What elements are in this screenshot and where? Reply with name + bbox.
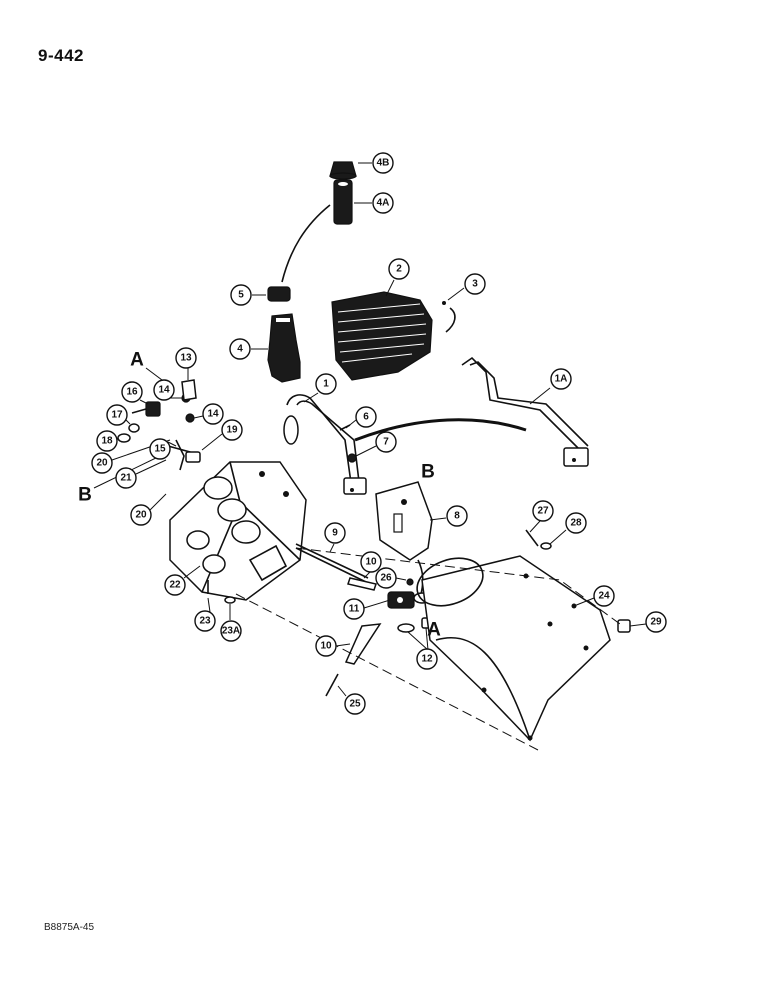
callout-4b: 4B (372, 152, 394, 174)
svg-text:22: 22 (169, 580, 181, 591)
svg-text:7: 7 (383, 437, 389, 448)
reference-letter-a-upper: A (130, 350, 144, 371)
callout-3: 3 (464, 273, 486, 295)
callout-11: 11 (343, 598, 365, 620)
page-number: 9-442 (38, 46, 84, 65)
callout-28: 28 (565, 512, 587, 534)
svg-text:18: 18 (101, 436, 113, 447)
callout-10-upper: 10 (360, 551, 382, 573)
svg-text:17: 17 (111, 410, 123, 421)
drawing-code: B8875A-45 (44, 922, 95, 933)
callout-5: 5 (230, 284, 252, 306)
svg-text:25: 25 (349, 699, 361, 710)
svg-text:1: 1 (323, 379, 329, 390)
svg-text:14: 14 (158, 385, 170, 396)
callout-19: 19 (221, 419, 243, 441)
svg-text:1A: 1A (555, 374, 568, 385)
svg-text:12: 12 (421, 654, 433, 665)
callout-20-upper: 20 (91, 452, 113, 474)
grip-part (333, 179, 353, 225)
svg-text:3: 3 (472, 279, 478, 290)
svg-text:13: 13 (180, 353, 192, 364)
callout-1a: 1A (550, 368, 572, 390)
svg-text:23: 23 (199, 616, 211, 627)
knob-cap-part (329, 161, 357, 180)
svg-text:16: 16 (126, 387, 138, 398)
bracket-part (375, 481, 433, 561)
callout-9: 9 (324, 522, 346, 544)
callout-20-lower: 20 (130, 504, 152, 526)
callout-1: 1 (315, 373, 337, 395)
lever-part (283, 394, 367, 495)
reference-letter-b-left: B (78, 485, 92, 506)
callout-4: 4 (229, 338, 251, 360)
callout-25: 25 (344, 693, 366, 715)
svg-text:20: 20 (96, 458, 108, 469)
svg-text:15: 15 (154, 444, 166, 455)
handle-part (267, 313, 301, 383)
svg-text:8: 8 (454, 511, 460, 522)
callout-18: 18 (96, 430, 118, 452)
callout-21: 21 (115, 467, 137, 489)
control-valve-part (169, 461, 307, 601)
callout-7: 7 (375, 431, 397, 453)
callout-27: 27 (532, 500, 554, 522)
svg-text:29: 29 (650, 617, 662, 628)
callout-4a: 4A (372, 192, 394, 214)
callout-26: 26 (375, 567, 397, 589)
svg-text:9: 9 (332, 528, 338, 539)
callout-16: 16 (121, 381, 143, 403)
ball-joint-part (131, 401, 161, 417)
reference-letter-b-right: B (421, 462, 435, 483)
svg-text:4A: 4A (377, 198, 390, 209)
svg-text:5: 5 (238, 290, 244, 301)
svg-text:2: 2 (396, 264, 402, 275)
callout-8: 8 (446, 505, 468, 527)
svg-text:6: 6 (363, 412, 369, 423)
svg-text:14: 14 (207, 409, 219, 420)
callout-13: 13 (175, 347, 197, 369)
svg-text:10: 10 (365, 557, 377, 568)
callout-23: 23 (194, 610, 216, 632)
callout-12: 12 (416, 648, 438, 670)
svg-text:4B: 4B (377, 158, 390, 169)
callout-2: 2 (388, 258, 410, 280)
lever-alt-part (461, 356, 589, 467)
callout-10-lower: 10 (315, 635, 337, 657)
svg-text:27: 27 (537, 506, 549, 517)
callout-14-lower: 14 (202, 403, 224, 425)
small-cap-part (267, 286, 291, 302)
reference-letter-a-lower: A (427, 620, 441, 641)
svg-text:19: 19 (226, 425, 238, 436)
svg-text:24: 24 (598, 591, 610, 602)
callout-29: 29 (645, 611, 667, 633)
callout-22: 22 (164, 574, 186, 596)
callout-15: 15 (149, 438, 171, 460)
svg-text:11: 11 (349, 604, 360, 615)
svg-text:10: 10 (320, 641, 332, 652)
callout-24: 24 (593, 585, 615, 607)
callout-6: 6 (355, 406, 377, 428)
svg-text:4: 4 (237, 344, 243, 355)
boot-part (331, 291, 433, 381)
svg-text:23A: 23A (222, 626, 240, 637)
svg-text:26: 26 (380, 573, 392, 584)
callout-23a: 23A (220, 620, 242, 642)
svg-text:20: 20 (135, 510, 147, 521)
callout-17: 17 (106, 404, 128, 426)
callout-14-upper: 14 (153, 379, 175, 401)
svg-text:21: 21 (120, 473, 132, 484)
svg-text:28: 28 (570, 518, 582, 529)
mounting-plate-part (416, 555, 611, 742)
